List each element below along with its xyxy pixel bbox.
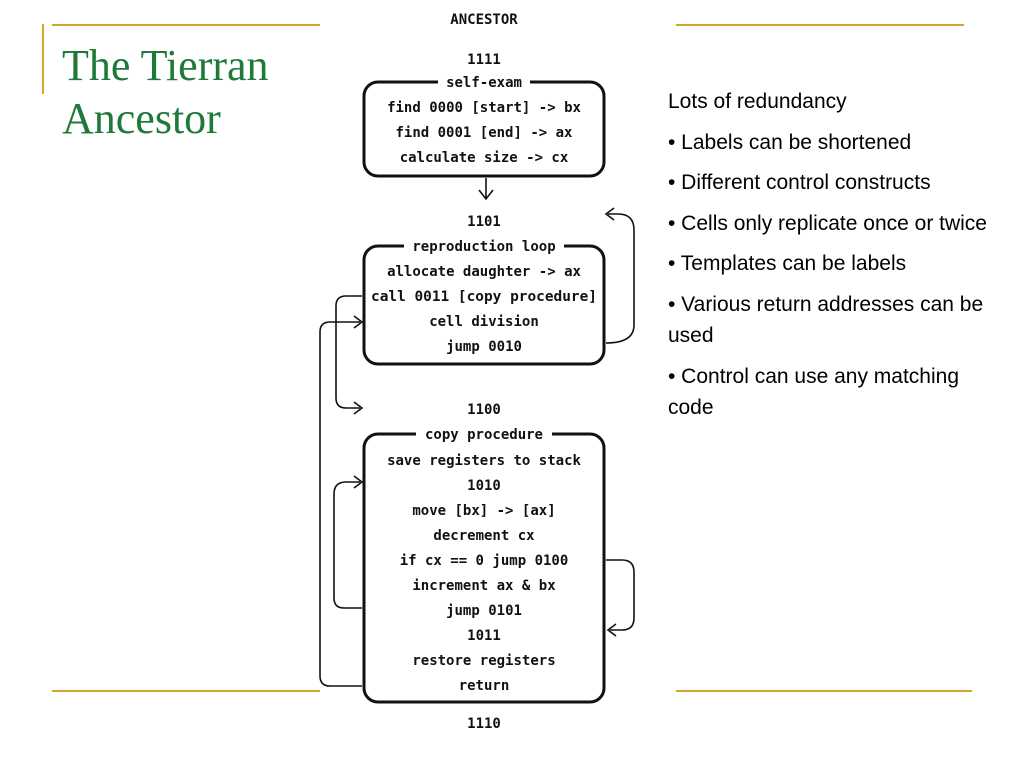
ancestor-flow-diagram: ANCESTOR 1111 self-exam find 0000 [start… — [319, 12, 635, 732]
block-title-mask — [416, 426, 552, 442]
loop-back-arrow — [605, 213, 635, 344]
bullet-item: • Different control constructs — [668, 171, 931, 194]
arrow-head-icon — [353, 315, 364, 329]
block-label: 1111 — [467, 52, 501, 68]
block-line: move [bx] -> [ax] — [412, 503, 555, 519]
block-line: 1010 — [467, 478, 501, 494]
title-side-bar — [42, 24, 44, 94]
block-title: copy procedure — [425, 427, 543, 443]
block-line: calculate size -> cx — [400, 150, 569, 166]
bullet-item: • Labels can be shortened — [668, 130, 912, 154]
block-line: decrement cx — [433, 528, 535, 544]
top-right-rule — [676, 24, 964, 26]
block-line: save registers to stack — [387, 453, 581, 469]
bullet-list: Lots of redundancy • Labels can be short… — [668, 86, 1008, 433]
slide-title: The Tierran Ancestor — [62, 40, 322, 146]
arrow-head-icon — [606, 623, 617, 637]
block-line: 1011 — [467, 628, 501, 644]
inner-loop-arrow — [333, 481, 362, 609]
arrow-head-icon — [604, 207, 615, 221]
block-title-mask — [438, 74, 530, 90]
bottom-right-rule — [676, 690, 972, 692]
arrow-head-icon — [353, 475, 364, 489]
diagram-header: ANCESTOR — [450, 12, 518, 28]
diagram-footer: 1110 — [467, 716, 501, 732]
block-line: increment ax & bx — [412, 578, 556, 594]
flow-arrow-down — [478, 178, 494, 201]
call-arrow — [335, 295, 362, 409]
block-line: find 0000 [start] -> bx — [387, 100, 581, 116]
block-label: 1101 — [467, 214, 501, 230]
block-line: if cx == 0 jump 0100 — [400, 553, 569, 569]
arrow-head-icon — [353, 401, 364, 415]
bullet-item: • Various return addresses can be used — [668, 292, 984, 348]
block-line: cell division — [429, 314, 539, 330]
slide-title-line: Ancestor — [62, 93, 221, 143]
return-arrow — [319, 321, 362, 687]
bullet-item: Lots of redundancy — [668, 90, 847, 113]
bottom-left-rule — [52, 690, 320, 692]
bullet-item: • Cells only replicate once or twice — [668, 211, 987, 235]
block-line: restore registers — [412, 653, 555, 669]
block-title-mask — [404, 238, 564, 254]
block-line: jump 0010 — [446, 339, 522, 355]
block-title: self-exam — [446, 75, 522, 91]
exit-loop-arrow — [606, 559, 635, 631]
block-line: jump 0101 — [446, 603, 522, 619]
bullet-item: • Control can use any matching code — [668, 364, 960, 420]
top-left-rule — [52, 24, 320, 26]
block-title: reproduction loop — [412, 239, 555, 255]
block-line: return — [459, 678, 510, 694]
slide-title-line: The Tierran — [62, 41, 269, 90]
block-label: 1100 — [467, 402, 501, 418]
bullet-item: • Templates can be labels — [668, 252, 907, 275]
block-line: call 0011 [copy procedure] — [371, 289, 597, 305]
block-line: allocate daughter -> ax — [387, 264, 581, 280]
block-line: find 0001 [end] -> ax — [395, 125, 573, 141]
